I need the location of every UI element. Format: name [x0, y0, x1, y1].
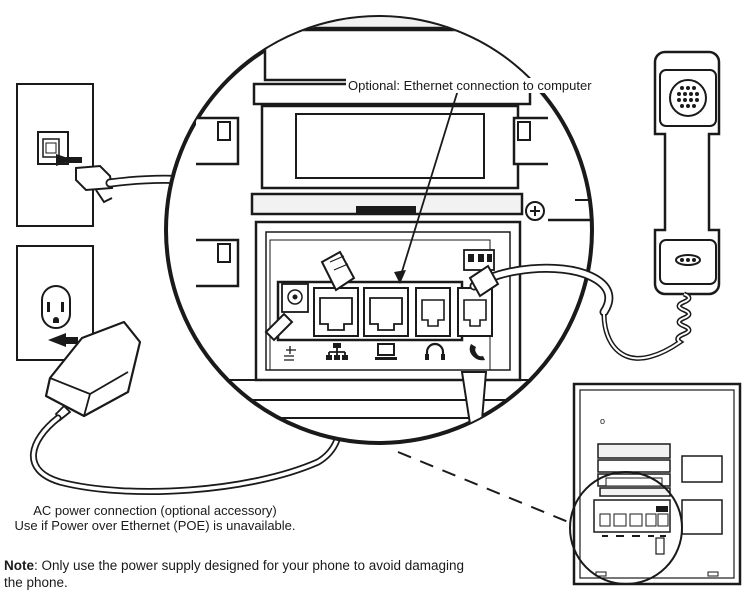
- ethernet-callout-label: Optional: Ethernet connection to compute…: [346, 78, 594, 93]
- handset-cable-plug: [468, 264, 500, 298]
- ethernet-callout-line: [399, 89, 459, 279]
- earpiece-grille: [669, 79, 707, 117]
- power-dc-icon: [284, 346, 296, 361]
- zoom-dashed-line: [397, 451, 579, 527]
- ethernet-insert-arrow: [56, 154, 82, 166]
- overview-highlight-circle: [569, 471, 683, 585]
- pc-port: [363, 287, 409, 337]
- headset-port: [415, 287, 451, 337]
- ac-power-label-line2: Use if Power over Ethernet (POE) is unav…: [14, 518, 296, 533]
- phone-ports-panel: [276, 249, 495, 342]
- phone-rear-overview: o: [572, 382, 742, 586]
- handset: [653, 50, 721, 296]
- network-icon: [326, 343, 348, 360]
- svg-text:o: o: [600, 416, 605, 426]
- dc-power-port: [281, 283, 309, 313]
- handset-port: [457, 287, 493, 337]
- handset-icon: [469, 344, 485, 361]
- lan-port: [313, 287, 359, 337]
- ac-power-label-line1: AC power connection (optional accessory): [33, 503, 277, 518]
- note-heading: Note: [4, 558, 34, 573]
- wall-ethernet-plate: [16, 83, 94, 227]
- lan-cable-plug: [320, 250, 356, 292]
- computer-icon: [375, 343, 397, 360]
- power-insert-arrow: [48, 333, 78, 347]
- note-body: : Only use the power supply designed for…: [4, 558, 465, 590]
- ac-power-label: AC power connection (optional accessory)…: [1, 503, 309, 533]
- note-text: Note: Only use the power supply designed…: [4, 557, 474, 591]
- power-cable-plug: [264, 312, 294, 342]
- ethernet-plug: [75, 164, 114, 204]
- headset-icon: [425, 342, 445, 360]
